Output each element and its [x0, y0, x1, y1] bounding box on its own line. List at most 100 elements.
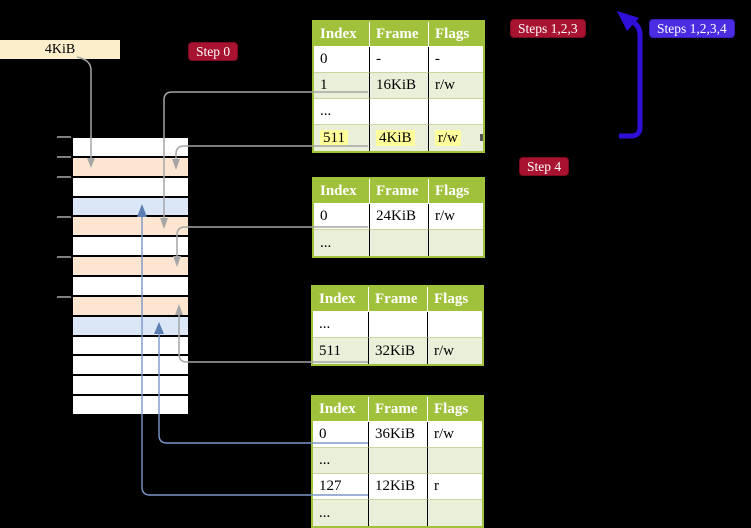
- memory-frame-row: [73, 296, 188, 317]
- column-header: Index: [314, 179, 370, 204]
- table-cell: ...: [314, 99, 370, 125]
- memory-frame-row: [73, 396, 188, 417]
- memory-frame-row: [73, 157, 188, 178]
- table-cell: r/w: [428, 338, 482, 364]
- column-header: Index: [313, 287, 369, 312]
- memory-frame-row: [73, 336, 188, 357]
- badge-steps-1-2-3: Steps 1,2,3: [510, 19, 586, 38]
- badge-step-0: Step 0: [188, 42, 239, 61]
- address-tick: [57, 176, 71, 178]
- address-tick: [57, 296, 71, 298]
- table-cell: -: [370, 47, 429, 73]
- highlighted-value: 511: [320, 129, 348, 146]
- table-cell: r/w: [428, 422, 482, 448]
- column-header: Flags: [428, 397, 482, 422]
- table-cell: 0: [314, 204, 370, 230]
- table-cell: [428, 312, 482, 338]
- memory-frame-row: [73, 197, 188, 218]
- table-cell: [429, 99, 483, 125]
- highlighted-value: 4KiB: [376, 129, 415, 146]
- memory-frame-row: [73, 177, 188, 198]
- table-cell: r/w: [429, 125, 483, 151]
- strip-ticks: [57, 136, 71, 418]
- column-header: Frame: [370, 22, 429, 47]
- table-cell: 24KiB: [370, 204, 429, 230]
- memory-frame-row: [73, 277, 188, 297]
- badge-step-4: Step 4: [519, 157, 570, 176]
- table-cell: [370, 230, 429, 256]
- table-cell: 0: [313, 422, 369, 448]
- table-cell: [369, 312, 428, 338]
- table-cell: 1: [314, 73, 370, 99]
- memory-frame-row: [73, 138, 188, 158]
- column-header: Frame: [370, 179, 429, 204]
- memory-frame-row: [73, 376, 188, 397]
- badge-steps-1-2-3-4: Steps 1,2,3,4: [649, 19, 735, 38]
- table-cell: ...: [313, 500, 369, 526]
- table-cell: 12KiB: [369, 474, 428, 500]
- page-size-label: 4KiB: [44, 42, 76, 57]
- table-cell: 127: [313, 474, 369, 500]
- table-cell: ...: [314, 230, 370, 256]
- arrowhead-up-left-icon: [617, 11, 639, 31]
- table-cell: r: [428, 474, 482, 500]
- table-row: ...: [313, 500, 482, 526]
- table-row: 0--: [314, 47, 483, 73]
- address-tick: [57, 216, 71, 218]
- column-header: Frame: [369, 397, 428, 422]
- highlighted-value: r/w: [435, 129, 461, 146]
- table-cell: [370, 99, 429, 125]
- table-cell: -: [429, 47, 483, 73]
- table-cell: 511: [313, 338, 369, 364]
- table-cell: [429, 230, 483, 256]
- memory-frame-row: [73, 316, 188, 337]
- table-cell: ...: [313, 448, 369, 474]
- table-cell: 16KiB: [370, 73, 429, 99]
- physical-memory-strip: [71, 136, 190, 417]
- memory-frame-row: [73, 257, 188, 278]
- table-row: ...: [314, 99, 483, 125]
- table-cell: 32KiB: [369, 338, 428, 364]
- memory-frame-row: [73, 237, 188, 258]
- address-tick: [57, 256, 71, 258]
- address-tick: [57, 136, 71, 138]
- table-cell: 36KiB: [369, 422, 428, 448]
- table-cell: ...: [313, 312, 369, 338]
- table-cell: [369, 500, 428, 526]
- address-tick: [57, 156, 71, 158]
- table-row: 511 4KiB r/w: [314, 125, 483, 151]
- memory-frame-row: [73, 217, 188, 238]
- column-header: Flags: [429, 179, 483, 204]
- table-cell: [369, 448, 428, 474]
- column-header: Flags: [428, 287, 482, 312]
- memory-frame-row: [73, 356, 188, 377]
- table-cell: 511: [314, 125, 370, 151]
- table-cell: r/w: [429, 73, 483, 99]
- table-cell: r/w: [429, 204, 483, 230]
- column-header: Flags: [429, 22, 483, 47]
- table-cell: [428, 500, 482, 526]
- table-row: ...: [314, 230, 483, 256]
- table-cell: 0: [314, 47, 370, 73]
- table-cell: [428, 448, 482, 474]
- table-row: ...: [313, 312, 482, 338]
- table-cell: 4KiB: [370, 125, 429, 151]
- steps-loop-arrow: [619, 18, 643, 139]
- column-header: Index: [314, 22, 370, 47]
- column-header: Index: [313, 397, 369, 422]
- table-row: ...: [313, 448, 482, 474]
- column-header: Frame: [369, 287, 428, 312]
